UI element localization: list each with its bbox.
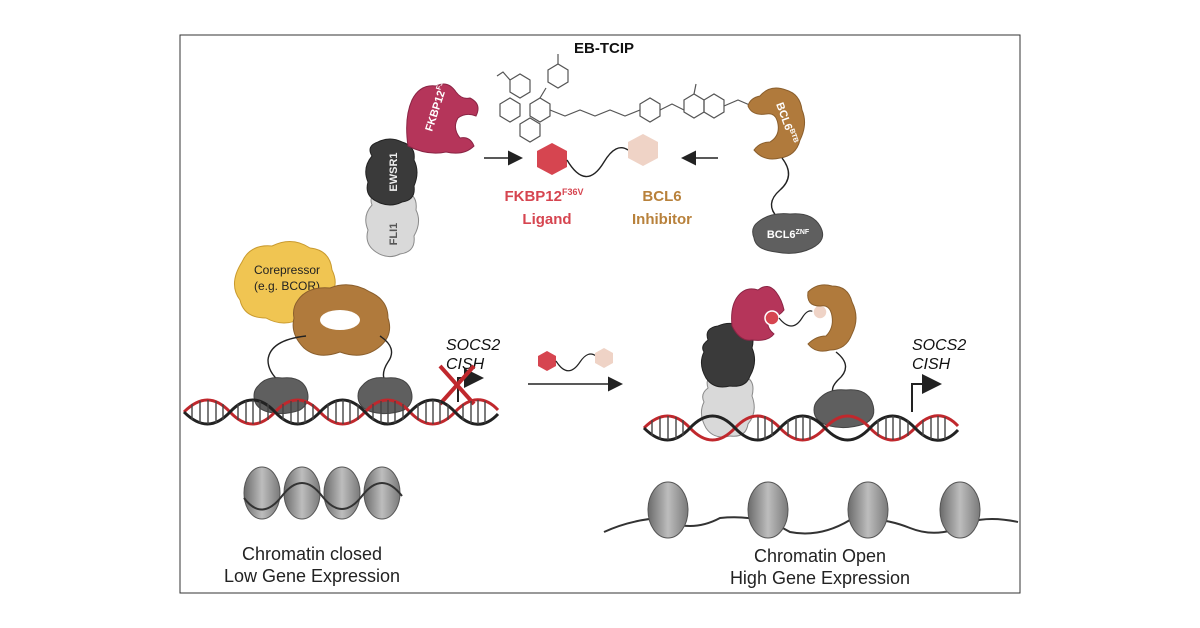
fkbp-ligand-label-line2: Ligand xyxy=(522,211,571,228)
fkbp-ligand-hexagon xyxy=(537,143,567,175)
bcl6-inhibitor-hexagon xyxy=(628,134,658,166)
dna-helix-right xyxy=(642,414,960,442)
left-caption-line1: Chromatin closed xyxy=(242,544,382,564)
small-linker xyxy=(555,353,597,372)
bound-fkbp-ligand xyxy=(764,310,780,326)
tss-arrow-left xyxy=(457,368,484,402)
bcl6-znf-label: BCL6ZNF xyxy=(767,229,810,241)
fkbp12-domain-bound xyxy=(731,286,785,341)
tss-arrow-right xyxy=(911,374,942,412)
nucleosome-right-2 xyxy=(747,481,789,539)
fkbp-ligand-label: FKBP12F36V xyxy=(504,187,583,205)
tcip-molecule-small xyxy=(538,348,613,372)
bound-linker xyxy=(778,310,815,327)
bcl6-inhibitor-label: BCL6 xyxy=(642,188,681,205)
nucleosome-right-3 xyxy=(847,481,889,539)
bcl6-btb-domain xyxy=(747,87,806,160)
ewsr1-domain-bound xyxy=(700,322,756,388)
tcip-linker xyxy=(566,147,629,178)
nucleosome-left-2 xyxy=(283,466,321,520)
corepressor-label-line1: Corepressor xyxy=(254,263,320,277)
right-caption-line1: Chromatin Open xyxy=(754,546,886,566)
small-bcl6-inhibitor xyxy=(595,348,613,368)
blocked-transcription xyxy=(438,364,484,406)
right-gene-cish: CISH xyxy=(912,356,951,373)
left-gene-socs2: SOCS2 xyxy=(446,337,500,354)
tcip-molecule xyxy=(537,134,658,178)
fli1-label: FLI1 xyxy=(388,223,400,246)
nucleosomes-open xyxy=(603,481,1019,539)
right-gene-socs2: SOCS2 xyxy=(912,337,966,354)
bcl6-btb-bound xyxy=(807,284,857,352)
bcl6-inhibitor-label-line2: Inhibitor xyxy=(632,211,692,228)
left-caption-line2: Low Gene Expression xyxy=(224,566,400,586)
nucleosome-right-1 xyxy=(647,481,689,539)
bcl6-znf-domain xyxy=(752,213,824,254)
bound-bcl6-inhibitor xyxy=(812,304,828,320)
right-caption-line2: High Gene Expression xyxy=(730,568,910,588)
dna-helix-left xyxy=(182,398,500,426)
chemical-structure xyxy=(496,54,753,143)
red-x-2 xyxy=(438,364,476,406)
bcl6-dimer-groove xyxy=(320,310,360,330)
ewsr1-label: EWSR1 xyxy=(388,152,400,191)
ews-fli1-fkbp12-fusion: FLI1 EWSR1 FKBP12F36V xyxy=(365,73,479,258)
bcl6-tether-top xyxy=(770,157,790,219)
chromatin-fiber-left xyxy=(243,482,403,511)
corepressor-label-line2: (e.g. BCOR) xyxy=(254,279,320,293)
nucleosome-left-1 xyxy=(243,466,281,520)
nucleosomes-compact xyxy=(243,466,403,520)
fkbp12-domain xyxy=(406,83,479,154)
nucleosome-right-4 xyxy=(939,481,981,539)
left-gene-cish: CISH xyxy=(446,356,485,373)
small-fkbp-ligand xyxy=(538,351,556,371)
figure-title: EB-TCIP xyxy=(574,40,634,57)
bcl6-protein-top: BCL6BTB BCL6ZNF xyxy=(747,87,824,254)
ewsr1-domain xyxy=(365,138,418,206)
nucleosome-left-4 xyxy=(363,466,401,520)
bcl6-tether-left-a xyxy=(267,335,307,383)
nucleosome-left-3 xyxy=(323,466,361,520)
corepressor-complex: Corepressor (e.g. BCOR) xyxy=(234,241,413,415)
